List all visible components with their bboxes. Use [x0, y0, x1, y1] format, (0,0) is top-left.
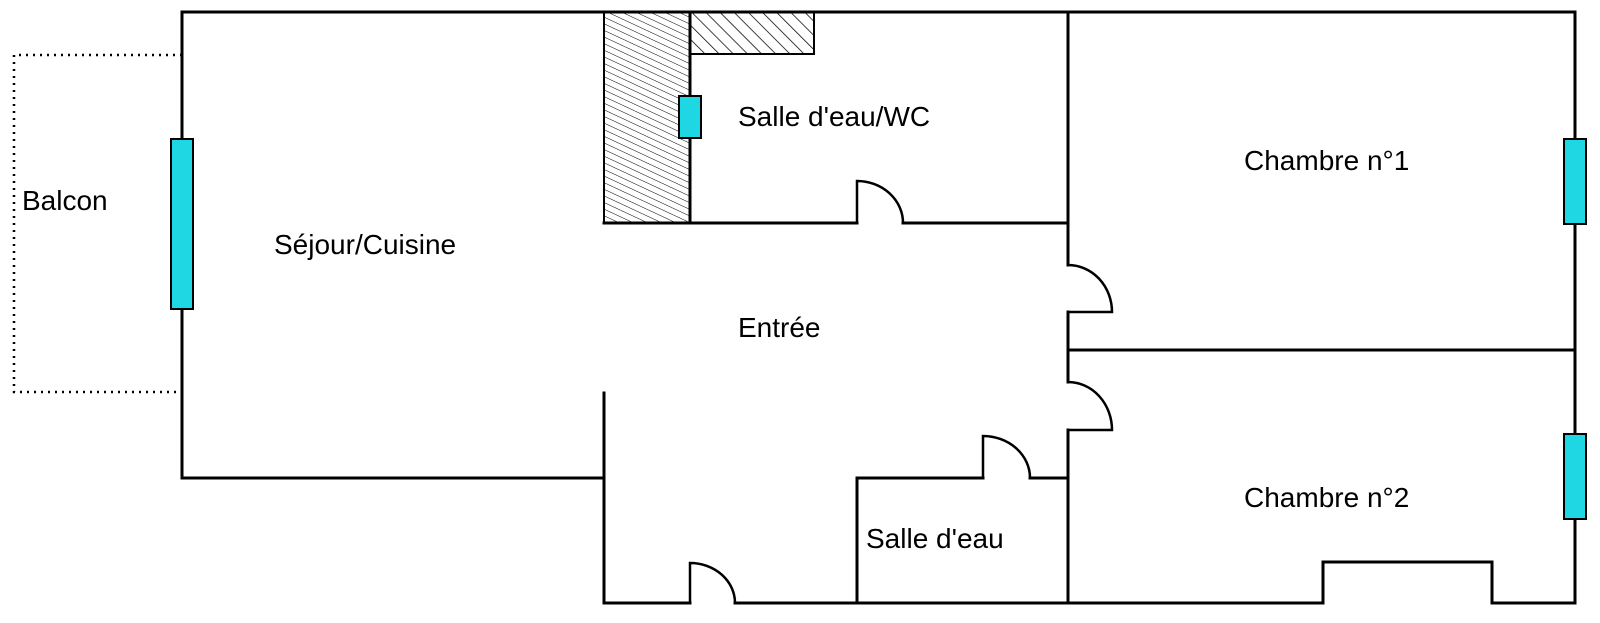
window-wc [678, 95, 702, 139]
room-label-chambre-1: Chambre n°1 [1244, 145, 1409, 176]
door-chambre-2 [1067, 380, 1114, 432]
doors [688, 179, 1114, 604]
door-entree [688, 561, 737, 604]
door-salle-eau-wc [855, 179, 905, 224]
window-sejour [170, 138, 194, 310]
window-chambre-2 [1563, 433, 1587, 520]
interior-walls [602, 10, 1577, 605]
room-label-salle-eau-wc: Salle d'eau/WC [738, 101, 930, 132]
windows [170, 95, 1587, 520]
door-chambre-1 [1067, 263, 1114, 314]
room-label-salle-eau: Salle d'eau [866, 523, 1004, 554]
balcony-outline [12, 53, 182, 394]
duct-shaft [603, 11, 691, 224]
outer-walls [180, 10, 1577, 605]
room-label-entree: Entrée [738, 312, 821, 343]
room-label-chambre-2: Chambre n°2 [1244, 482, 1409, 513]
door-salle-eau [981, 434, 1032, 479]
room-label-sejour-cuisine: Séjour/Cuisine [274, 229, 456, 260]
chimney-block [689, 11, 815, 55]
room-label-balcon: Balcon [22, 185, 108, 216]
window-chambre-1 [1563, 138, 1587, 225]
